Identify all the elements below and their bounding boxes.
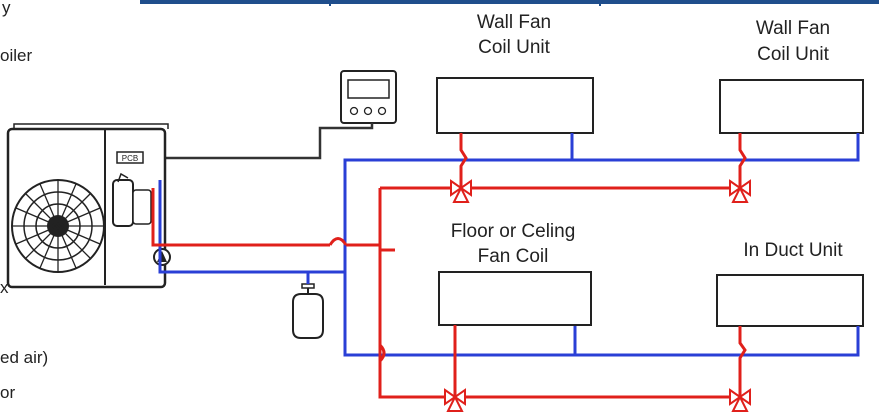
in-duct-unit: [716, 274, 864, 327]
text-fragment: ed air): [0, 348, 49, 367]
wall-fan-coil-unit: [436, 77, 594, 134]
three-way-valve: [450, 176, 472, 203]
text-fragment: y: [2, 0, 11, 17]
floor-ceiling-fan-coil-unit: [438, 271, 592, 326]
in-duct-unit-label: In Duct Unit: [743, 240, 843, 261]
supply-piping: [151, 133, 747, 399]
floor-ceiling-fan-coil-label: Fan Coil: [478, 246, 549, 267]
three-way-valve: [444, 384, 466, 412]
wall-fan-coil-label: Wall Fan: [477, 12, 551, 33]
heat-pump-outdoor-unit: PCB: [6, 123, 171, 289]
wall-fan-coil-label: Coil Unit: [478, 37, 551, 58]
wall-fan-coil-unit: [719, 79, 864, 134]
pcb-label: PCB: [122, 154, 138, 163]
text-fragment: oiler: [0, 46, 33, 65]
floor-ceiling-fan-coil-label: Floor or Celing: [451, 221, 576, 242]
three-way-valve: [729, 176, 751, 203]
text-fragment: x: [0, 278, 9, 297]
wall-fan-coil-label: Wall Fan: [756, 18, 830, 39]
wall-fan-coil-label: Coil Unit: [757, 44, 830, 65]
three-way-valve: [729, 384, 751, 412]
expansion-tank: [292, 293, 324, 339]
return-piping: [158, 133, 860, 357]
control-wire: [146, 123, 374, 160]
text-fragment: or: [0, 383, 16, 402]
